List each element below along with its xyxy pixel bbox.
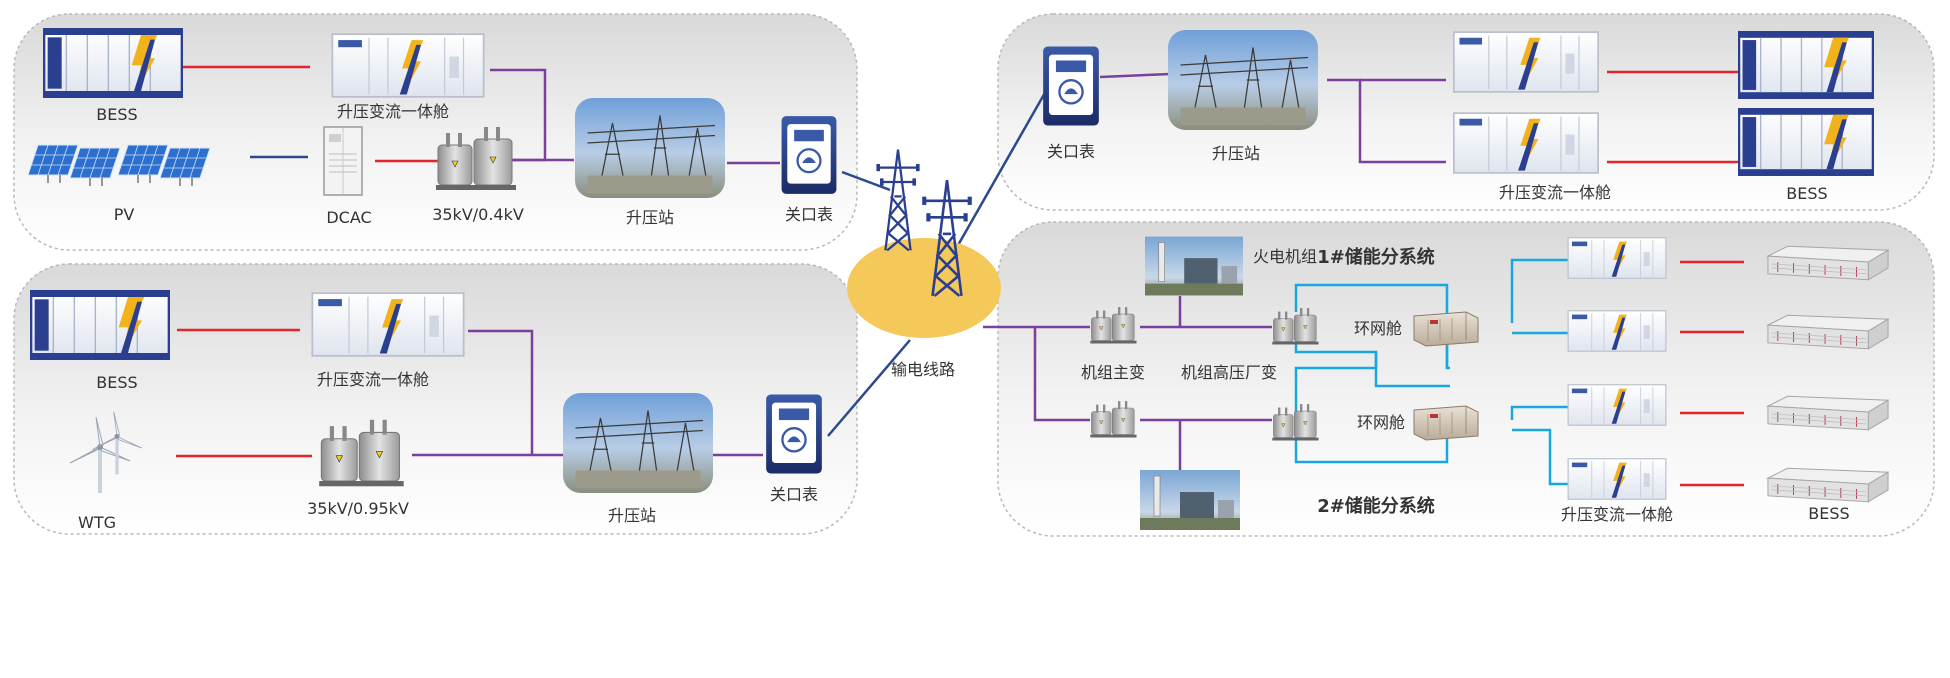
panel-b-transformer-label: 35kV/0.95kV	[307, 499, 409, 518]
panel-b-substation-label: 升压站	[608, 506, 656, 525]
substation-photo-icon	[563, 393, 713, 493]
converter-cabin-icon	[1452, 112, 1600, 174]
converter-cabin-icon	[1567, 237, 1667, 279]
panel-b-wtg-label: WTG	[78, 513, 116, 532]
converter-cabin-icon	[331, 33, 485, 98]
converter-cabin-icon	[1567, 458, 1667, 500]
panel-thermal-storage	[997, 221, 1935, 537]
panel-a-pv-label: PV	[114, 205, 135, 224]
thermal-unit-label: 火电机组	[1253, 247, 1317, 266]
bess-container-icon	[1737, 108, 1875, 176]
panel-a-meter-label: 关口表	[785, 205, 833, 224]
panel-c-meter-label: 关口表	[1047, 142, 1095, 161]
ring-main-unit-icon	[1413, 405, 1479, 441]
bess-container-icon	[43, 28, 183, 98]
panel-a-dcac-label: DCAC	[326, 208, 371, 227]
panel-a-bess-label: BESS	[96, 105, 137, 124]
converter-cabin-icon	[311, 292, 465, 357]
bess-container-icon	[1737, 31, 1875, 99]
transmission-tower-icon	[875, 148, 921, 252]
meter-icon	[780, 115, 838, 195]
panel-a-substation-label: 升压站	[626, 208, 674, 227]
panel-c-converter-label: 升压变流一体舱	[1499, 183, 1611, 202]
hv-aux-transformer-label: 机组高压厂变	[1181, 363, 1277, 382]
ring-main-2-label: 环网舱	[1357, 413, 1405, 432]
connection-lines	[150, 65, 1744, 487]
panel-b-converter-label: 升压变流一体舱	[317, 370, 429, 389]
main-transformer-label: 机组主变	[1081, 363, 1145, 382]
converter-cabin-icon	[1567, 384, 1667, 426]
panel-b-meter-label: 关口表	[770, 485, 818, 504]
dcac-cabinet-icon	[323, 126, 363, 196]
meter-icon	[765, 393, 823, 475]
thermal-plant-photo-icon	[1140, 470, 1240, 530]
transmission-line-label: 输电线路	[891, 360, 955, 379]
meter-icon	[1042, 45, 1100, 127]
panel-b-bess-label: BESS	[96, 373, 137, 392]
subsystem-2-title: 2#储能分系统	[1317, 495, 1435, 517]
battery-rack-icon	[1767, 245, 1889, 281]
battery-rack-icon	[1767, 395, 1889, 431]
panel-c-bess-label: BESS	[1786, 184, 1827, 203]
panel-d-converter-label: 升压变流一体舱	[1561, 505, 1673, 524]
panel-a-converter-label: 升压变流一体舱	[337, 102, 449, 121]
panel-c-substation-label: 升压站	[1212, 144, 1260, 163]
panel-a-transformer-label: 35kV/0.4kV	[432, 205, 524, 224]
converter-cabin-icon	[1567, 310, 1667, 352]
ring-main-unit-icon	[1413, 311, 1479, 347]
battery-rack-icon	[1767, 467, 1889, 503]
transmission-hub-ellipse	[847, 238, 1001, 338]
converter-cabin-icon	[1452, 31, 1600, 93]
subsystem-1-title: 1#储能分系统	[1317, 246, 1435, 268]
panel-d-bess-label: BESS	[1808, 504, 1849, 523]
thermal-plant-photo-icon	[1145, 236, 1243, 296]
bess-container-icon	[30, 290, 170, 360]
substation-photo-icon	[575, 98, 725, 198]
substation-photo-icon	[1168, 30, 1318, 130]
ring-main-1-label: 环网舱	[1354, 319, 1402, 338]
battery-rack-icon	[1767, 314, 1889, 350]
